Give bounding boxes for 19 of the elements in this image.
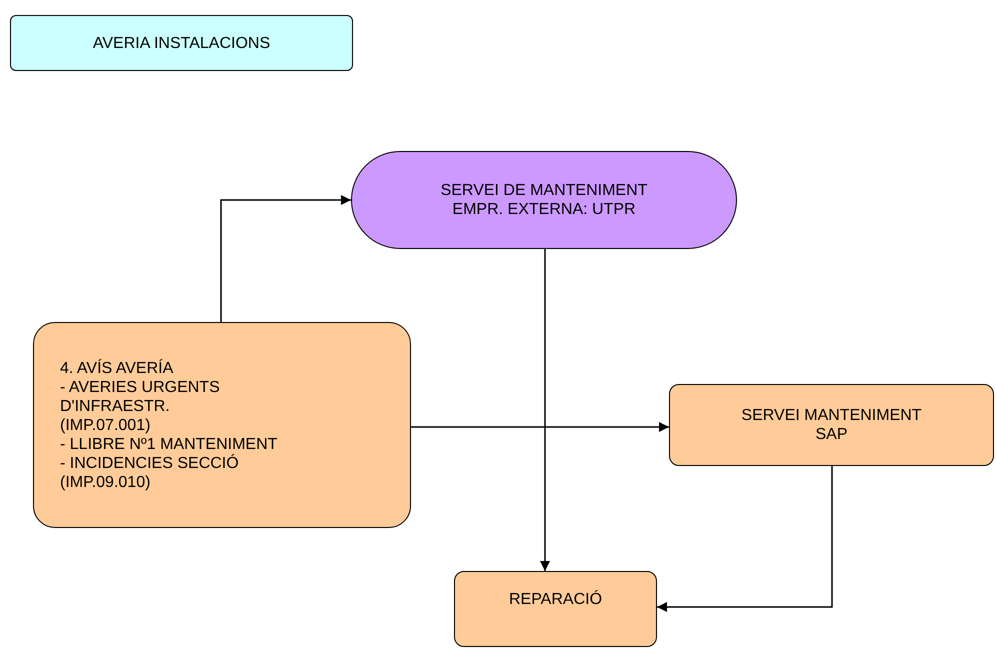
process-box: [33, 322, 411, 528]
node-label: (IMP.07.001): [60, 416, 150, 434]
node-label: - AVERIES URGENTS: [60, 378, 220, 396]
node-label: - LLIBRE Nº1 MANTENIMENT: [60, 434, 278, 454]
node-heading: 4. AVÍS AVERÍA: [60, 358, 174, 378]
node-label: SERVEI DE MANTENIMENT EMPR. EXTERNA: UTPR: [440, 181, 648, 219]
arrow: [540, 249, 550, 571]
node-label: REPARACIÓ: [508, 590, 602, 608]
process-box: [669, 384, 994, 466]
node-label: D'INFRAESTR.: [60, 396, 170, 416]
node-label: AVERIA INSTALACIONS: [92, 34, 270, 52]
arrow: [220, 195, 351, 322]
arrow: [411, 422, 669, 432]
node-label: (IMP.09.010): [60, 472, 150, 492]
title-box: [10, 15, 353, 71]
process-box: [454, 571, 657, 647]
arrow: [657, 466, 833, 612]
node-label: - INCIDENCIES SECCIÓ: [60, 454, 239, 472]
node-label: SERVEI MANTENIMENT SAP: [740, 406, 923, 444]
